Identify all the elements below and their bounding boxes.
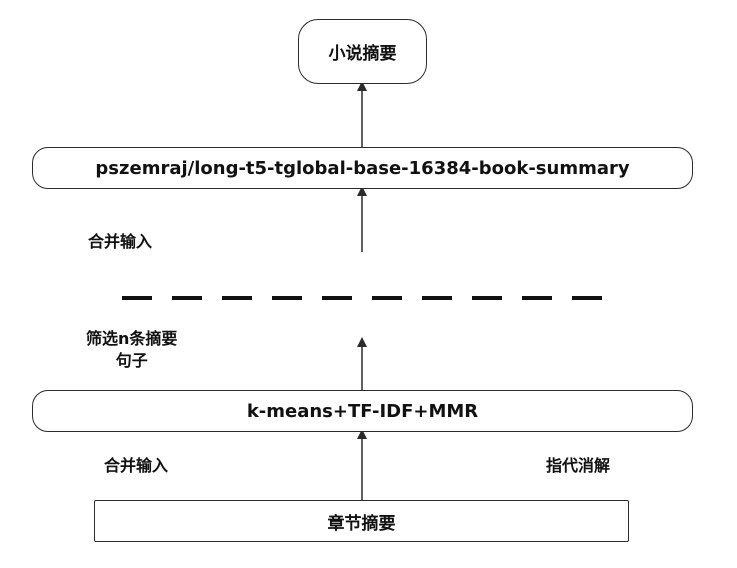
model-node: pszemraj/long-t5-tglobal-base-16384-book… bbox=[32, 147, 693, 189]
algorithm-label: k-means+TF-IDF+MMR bbox=[246, 400, 479, 422]
merge-input-upper-label: 合并输入 bbox=[88, 232, 153, 251]
select-sentences-label: 筛选n条摘要 句子 bbox=[86, 328, 177, 372]
chapter-summary-node: 章节摘要 bbox=[94, 500, 629, 542]
model-label: pszemraj/long-t5-tglobal-base-16384-book… bbox=[95, 157, 630, 179]
novel-summary-label: 小说摘要 bbox=[328, 44, 397, 64]
select-sentences-line1: 筛选n条摘要 bbox=[86, 329, 178, 348]
coreference-label: 指代消解 bbox=[546, 456, 611, 475]
novel-summary-node: 小说摘要 bbox=[298, 19, 427, 84]
chapter-summary-label: 章节摘要 bbox=[327, 513, 396, 534]
select-sentences-line2: 句子 bbox=[115, 351, 148, 370]
merge-input-lower-label: 合并输入 bbox=[104, 456, 169, 475]
algorithm-node: k-means+TF-IDF+MMR bbox=[32, 390, 693, 432]
